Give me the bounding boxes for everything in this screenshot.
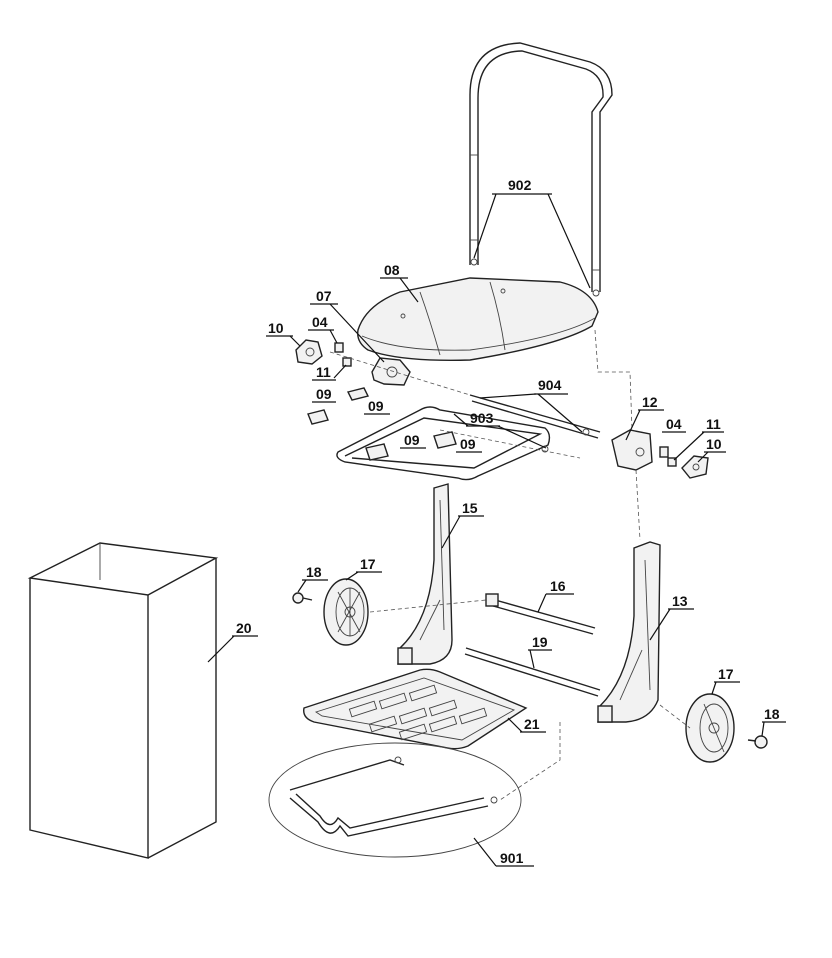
lid-cover — [357, 277, 599, 361]
label-09-c: 09 — [404, 432, 420, 448]
label-904: 904 — [538, 377, 562, 393]
left-hinge-parts — [295, 339, 411, 425]
label-21: 21 — [524, 716, 540, 732]
platform-tray — [303, 668, 528, 750]
label-18-right: 18 — [764, 706, 780, 722]
label-07: 07 — [316, 288, 332, 304]
label-12: 12 — [642, 394, 658, 410]
label-13: 13 — [672, 593, 688, 609]
label-902: 902 — [508, 177, 532, 193]
label-09-d: 09 — [460, 436, 476, 452]
label-20: 20 — [236, 620, 252, 636]
label-901: 901 — [500, 850, 524, 866]
label-04-right: 04 — [666, 416, 682, 432]
right-side-frame — [597, 541, 661, 723]
left-wheel-bolt — [292, 592, 313, 604]
label-15: 15 — [462, 500, 478, 516]
right-wheel-bolt — [747, 735, 768, 749]
label-09-a: 09 — [316, 386, 332, 402]
label-04-left: 04 — [312, 314, 328, 330]
part-labels: 902 08 07 10 04 11 09 09 09 09 904 903 1… — [236, 177, 780, 866]
label-16: 16 — [550, 578, 566, 594]
carton-box — [27, 542, 219, 859]
right-hinge-parts — [611, 429, 709, 479]
label-11-right: 11 — [706, 416, 721, 432]
label-09-b: 09 — [368, 398, 384, 414]
upper-frame — [336, 394, 601, 481]
right-wheel — [685, 693, 735, 763]
label-11-left: 11 — [316, 364, 331, 380]
label-17-left: 17 — [360, 556, 376, 572]
label-17-right: 17 — [718, 666, 734, 682]
left-wheel — [323, 578, 369, 646]
left-side-frame — [397, 483, 453, 665]
label-10-right: 10 — [706, 436, 722, 452]
label-19: 19 — [532, 634, 548, 650]
assembly-guides — [329, 329, 691, 801]
label-903: 903 — [470, 410, 494, 426]
axles — [464, 593, 601, 697]
label-18-left: 18 — [306, 564, 322, 580]
label-10-left: 10 — [268, 320, 284, 336]
handle-frame — [469, 42, 613, 297]
label-08: 08 — [384, 262, 400, 278]
leaders — [207, 193, 786, 867]
detail-callout-901 — [268, 742, 522, 858]
